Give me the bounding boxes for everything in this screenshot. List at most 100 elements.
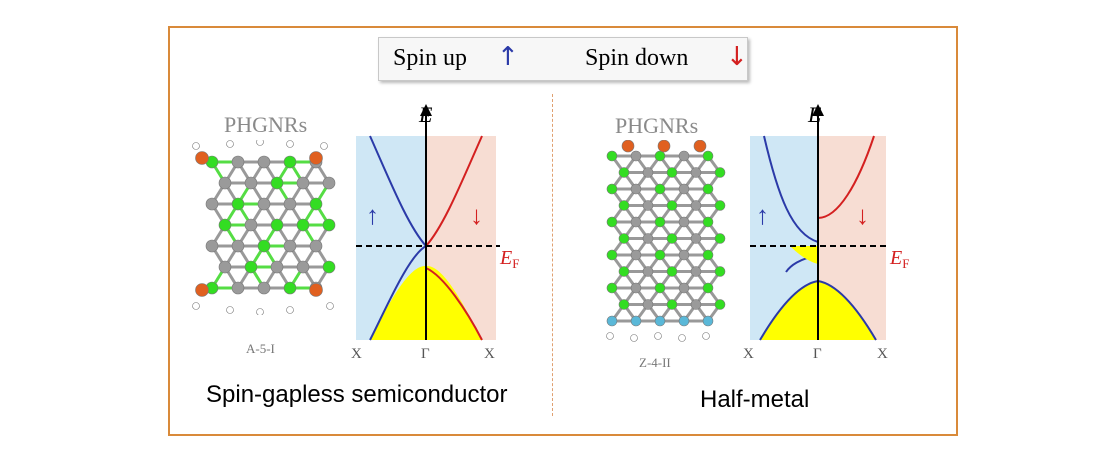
carbon-atom bbox=[630, 150, 642, 162]
carbon-atom bbox=[654, 183, 666, 195]
carbon-atom bbox=[257, 155, 271, 169]
carbon-atom bbox=[322, 260, 336, 274]
boron-atom bbox=[606, 315, 618, 327]
carbon-atom bbox=[283, 197, 297, 211]
spin-up-fermi-pocket bbox=[790, 246, 818, 264]
spin-down-valence-band bbox=[425, 267, 483, 341]
carbon-atom bbox=[642, 233, 654, 244]
carbon-atom bbox=[702, 183, 714, 195]
spin-legend: Spin up ↑ Spin down ↓ bbox=[378, 37, 748, 81]
carbon-atom bbox=[322, 176, 336, 190]
tick-gamma: Γ bbox=[813, 346, 822, 362]
carbon-atom bbox=[690, 233, 702, 244]
hydrogen-atom bbox=[286, 306, 294, 314]
left-caption: Spin-gapless semiconductor bbox=[206, 381, 508, 408]
right-caption: Half-metal bbox=[700, 386, 810, 413]
carbon-atom bbox=[205, 239, 219, 253]
carbon-atom bbox=[309, 197, 323, 211]
hydrogen-atom bbox=[226, 306, 234, 314]
carbon-atom bbox=[714, 233, 726, 244]
right-band-structure: E EF ↑ ↓ X Γ X bbox=[743, 102, 909, 362]
hydrogen-atom bbox=[630, 334, 638, 342]
carbon-atom bbox=[714, 266, 726, 277]
carbon-atom bbox=[690, 167, 702, 178]
hydrogen-atom bbox=[702, 332, 710, 340]
carbon-atom bbox=[678, 282, 690, 294]
carbon-atom bbox=[666, 200, 678, 211]
carbon-atom bbox=[654, 150, 666, 162]
spin-up-valence-band bbox=[759, 280, 819, 341]
spin-down-arrow-icon: ↓ bbox=[726, 42, 748, 72]
carbon-atom bbox=[296, 260, 310, 274]
carbon-atom bbox=[244, 176, 258, 190]
energy-axis-arrowhead bbox=[420, 104, 432, 116]
tick-gamma: Γ bbox=[421, 346, 430, 362]
hydrogen-atom bbox=[256, 308, 264, 315]
hydrogen-atom bbox=[654, 332, 662, 340]
carbon-atom bbox=[257, 197, 271, 211]
spin-down-conduction-band bbox=[817, 135, 875, 219]
oxygen-atom bbox=[621, 140, 635, 153]
carbon-atom bbox=[283, 155, 297, 169]
carbon-atom bbox=[642, 266, 654, 277]
carbon-atom bbox=[270, 260, 284, 274]
spin-down-arrow-icon: ↓ bbox=[856, 201, 869, 230]
carbon-atom bbox=[231, 155, 245, 169]
carbon-atom bbox=[630, 282, 642, 294]
carbon-atom bbox=[666, 299, 678, 310]
carbon-atom bbox=[702, 282, 714, 294]
carbon-atom bbox=[218, 260, 232, 274]
carbon-atom bbox=[666, 266, 678, 277]
oxygen-atom bbox=[309, 283, 323, 297]
carbon-atom bbox=[654, 216, 666, 228]
carbon-atom bbox=[606, 249, 618, 261]
carbon-atom bbox=[231, 239, 245, 253]
carbon-atom bbox=[606, 150, 618, 162]
carbon-atom bbox=[678, 249, 690, 261]
left-band-structure: E EF ↑ ↓ X Γ X bbox=[351, 102, 519, 362]
carbon-atom bbox=[642, 299, 654, 310]
carbon-atom bbox=[702, 249, 714, 261]
carbon-atom bbox=[690, 299, 702, 310]
carbon-atom bbox=[702, 150, 714, 162]
carbon-atom bbox=[714, 200, 726, 211]
hydrogen-atom bbox=[286, 140, 294, 148]
boron-atom bbox=[654, 315, 666, 327]
carbon-atom bbox=[296, 176, 310, 190]
carbon-atom bbox=[606, 216, 618, 228]
right-structure-label: PHGNRs bbox=[615, 113, 699, 138]
hydrogen-atom bbox=[320, 142, 328, 150]
oxygen-atom bbox=[195, 151, 209, 165]
spin-down-arrow-icon: ↓ bbox=[470, 201, 483, 230]
legend-spin-up-label: Spin up bbox=[393, 45, 468, 71]
carbon-atom bbox=[642, 167, 654, 178]
oxygen-atom bbox=[195, 283, 209, 297]
left-structure-id: A-5-I bbox=[246, 341, 275, 356]
hydrogen-atom bbox=[606, 332, 614, 340]
carbon-atom bbox=[666, 167, 678, 178]
carbon-atom bbox=[270, 218, 284, 232]
carbon-atom bbox=[618, 299, 630, 310]
spin-down-valence-band bbox=[817, 280, 877, 341]
carbon-atom bbox=[270, 176, 284, 190]
tick-x-left: X bbox=[351, 346, 362, 362]
energy-axis-label: E bbox=[807, 102, 822, 127]
carbon-atom bbox=[630, 216, 642, 228]
hydrogen-atom bbox=[326, 302, 334, 310]
carbon-atom bbox=[690, 266, 702, 277]
left-structure-label: PHGNRs bbox=[224, 112, 308, 137]
carbon-atom bbox=[618, 233, 630, 244]
carbon-atom bbox=[654, 249, 666, 261]
carbon-atom bbox=[205, 197, 219, 211]
left-molecule-structure bbox=[192, 140, 336, 315]
right-structure-id: Z-4-II bbox=[639, 355, 671, 370]
carbon-atom bbox=[618, 266, 630, 277]
carbon-atom bbox=[618, 200, 630, 211]
spin-down-conduction-band bbox=[425, 135, 483, 247]
tick-x-right: X bbox=[877, 346, 888, 362]
carbon-atom bbox=[678, 216, 690, 228]
spin-up-arrow-icon: ↑ bbox=[366, 201, 379, 230]
hydrogen-atom bbox=[192, 302, 200, 310]
spin-up-band-upper bbox=[763, 135, 819, 243]
right-molecule-structure bbox=[606, 140, 726, 342]
